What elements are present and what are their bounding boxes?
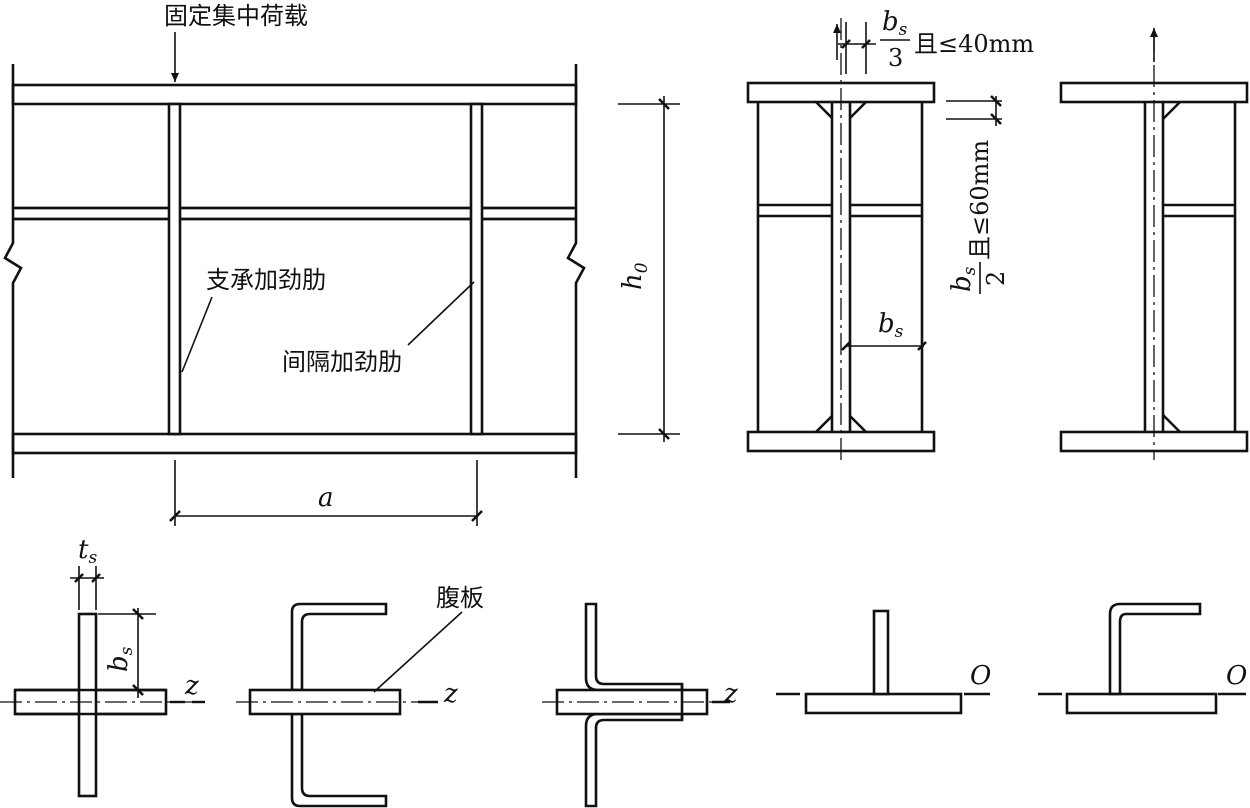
dimension-a: a	[169, 460, 483, 526]
intermediate-stiffener	[469, 102, 484, 436]
section-view-right	[1059, 28, 1249, 460]
svg-text:bs: bs	[882, 7, 908, 40]
svg-text:z: z	[184, 671, 199, 701]
svg-text:h0: h0	[618, 262, 652, 290]
beam-elevation: 固定集中荷载 支承加劲肋 间隔加劲肋 a h0	[3, 2, 680, 526]
section-view-left: bs 3 且≤40mm bs 2 且≤60mm bs	[746, 7, 1034, 460]
break-line-right	[566, 64, 586, 478]
bearing-stiffener-label: 支承加劲肋	[206, 266, 326, 294]
dimension-bs-half: bs 2 且≤60mm	[947, 140, 1010, 294]
svg-text:ts: ts	[78, 535, 97, 568]
intermediate-stiffener-leader	[407, 281, 475, 346]
svg-text:2: 2	[982, 271, 1010, 286]
svg-text:O: O	[1226, 661, 1247, 691]
svg-text:3: 3	[888, 44, 903, 72]
svg-text:O: O	[970, 661, 991, 691]
cross-section-plus: z ts bs	[0, 535, 205, 798]
svg-text:且≤60mm: 且≤60mm	[966, 140, 994, 260]
svg-text:a: a	[318, 483, 334, 513]
bearing-stiffener-leader	[181, 296, 213, 373]
svg-text:且≤40mm: 且≤40mm	[914, 30, 1034, 58]
break-line-left	[3, 64, 23, 478]
svg-text:bs: bs	[104, 646, 137, 672]
intermediate-stiffener-label: 间隔加劲肋	[282, 348, 402, 376]
dimension-h0: h0	[618, 96, 680, 442]
cross-section-angles: z	[542, 602, 738, 808]
svg-text:z: z	[443, 679, 458, 709]
top-flange	[11, 83, 578, 106]
dimension-bs-third: bs 3 且≤40mm	[880, 7, 1034, 72]
fixed-load-label: 固定集中荷载	[164, 2, 308, 30]
cross-section-angle: O	[1038, 602, 1247, 715]
bottom-flange	[11, 432, 578, 455]
web-label: 腹板	[436, 584, 484, 612]
svg-text:z: z	[723, 679, 738, 709]
cross-section-tee: O	[776, 609, 991, 715]
svg-text:bs: bs	[878, 309, 904, 342]
dimension-bs: bs	[841, 309, 927, 351]
web-leader	[373, 611, 463, 693]
cross-section-channels: z 腹板	[236, 584, 484, 808]
svg-text:bs: bs	[947, 266, 980, 292]
bearing-stiffener	[167, 102, 182, 436]
